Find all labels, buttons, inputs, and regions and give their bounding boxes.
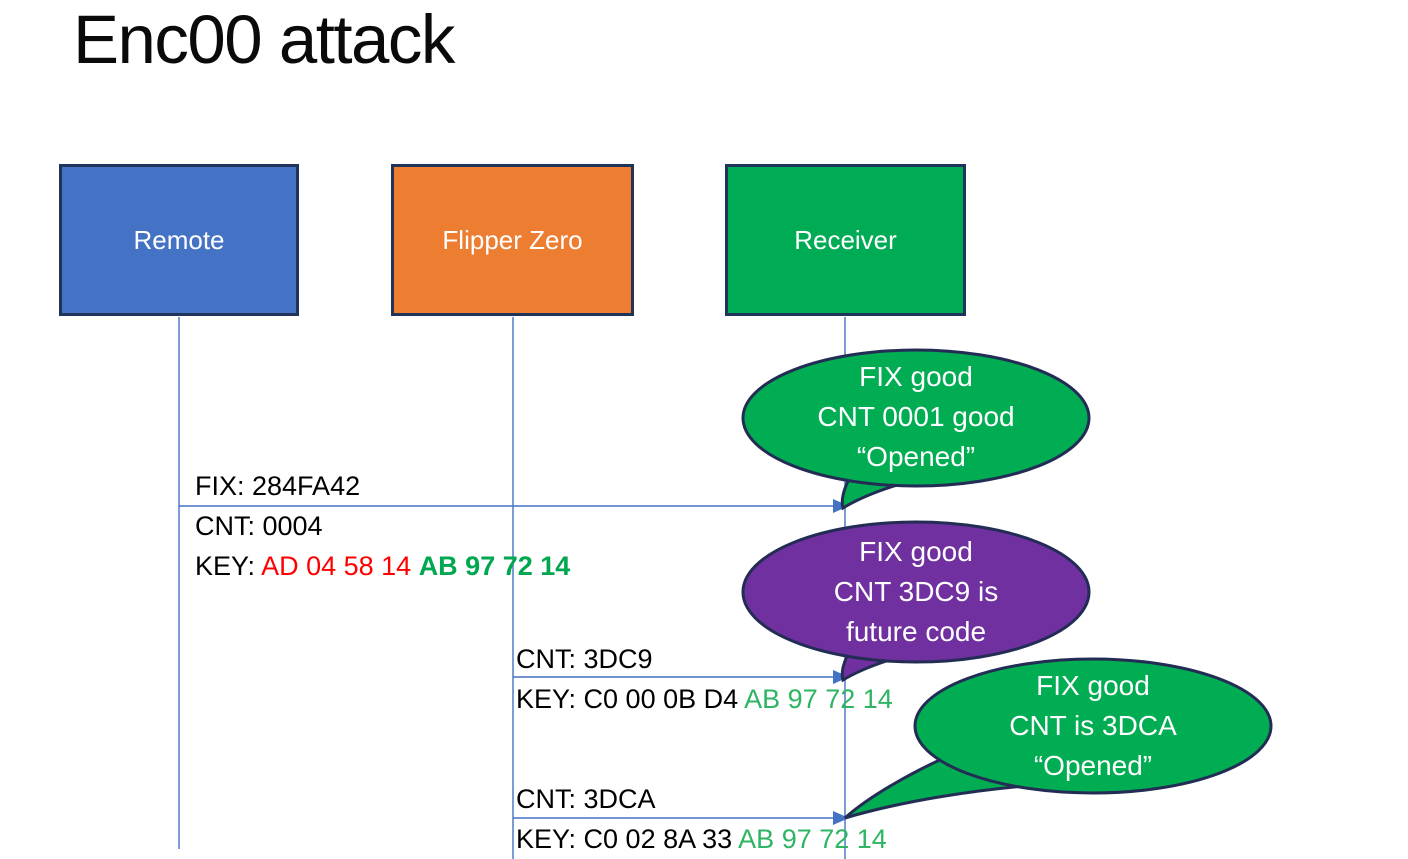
message-3-cnt: CNT: 3DCA bbox=[516, 784, 656, 814]
message-1-key-red: AD 04 58 14 bbox=[261, 551, 419, 581]
message-1-cnt: CNT: 0004 bbox=[195, 511, 323, 541]
bubble-1-line-3: “Opened” bbox=[856, 441, 976, 472]
speech-bubble-opened-1 bbox=[741, 348, 1091, 511]
bubble-3-line-3: “Opened” bbox=[1033, 750, 1153, 781]
slide-title: Enc00 attack bbox=[73, 1, 455, 78]
message-3-key: KEY: C0 02 8A 33 AB 97 72 14 bbox=[516, 824, 887, 854]
arrow-head-3 bbox=[833, 811, 849, 825]
message-2-key-green: AB 97 72 14 bbox=[744, 684, 893, 714]
speech-bubble-future-code bbox=[741, 520, 1091, 683]
message-1-key: KEY: AD 04 58 14 AB 97 72 14 bbox=[195, 551, 570, 581]
message-1-key-green: AB 97 72 14 bbox=[418, 551, 571, 581]
speech-bubble-3-text: FIX good CNT is 3DCA “Opened” bbox=[913, 666, 1273, 786]
message-2-key: KEY: C0 00 0B D4 AB 97 72 14 bbox=[516, 684, 893, 714]
actor-box-receiver: Receiver bbox=[725, 164, 966, 316]
message-arrow-1 bbox=[179, 499, 849, 513]
message-3-key-prefix: KEY: C0 02 8A 33 bbox=[516, 824, 739, 854]
message-1-key-prefix: KEY: bbox=[195, 551, 262, 581]
actor-label-receiver: Receiver bbox=[794, 224, 897, 255]
bubble-2-line-2: CNT 3DC9 is bbox=[833, 576, 999, 607]
bubble-2-line-3: future code bbox=[845, 616, 987, 647]
bubble-3-line-2: CNT is 3DCA bbox=[1009, 710, 1177, 741]
message-1-fix: FIX: 284FA42 bbox=[195, 471, 361, 501]
actor-label-flipper-zero: Flipper Zero bbox=[442, 224, 583, 255]
speech-bubble-3-body bbox=[913, 657, 1273, 795]
message-2-key-prefix: KEY: C0 00 0B D4 bbox=[516, 684, 745, 714]
arrow-head-1 bbox=[833, 499, 849, 513]
bubble-1-line-1: FIX good bbox=[859, 361, 973, 392]
speech-bubble-2-text: FIX good CNT 3DC9 is future code bbox=[736, 532, 1096, 652]
bubble-2-line-1: FIX good bbox=[859, 536, 973, 567]
speech-bubble-1-body bbox=[741, 348, 1091, 488]
actor-label-remote: Remote bbox=[133, 224, 225, 255]
message-arrow-3 bbox=[513, 811, 849, 825]
speech-bubble-opened-2 bbox=[843, 657, 1273, 820]
actor-box-flipper-zero: Flipper Zero bbox=[391, 164, 634, 316]
bubble-3-line-1: FIX good bbox=[1036, 670, 1150, 701]
speech-bubble-2-body bbox=[741, 520, 1091, 664]
speech-bubble-1-text: FIX good CNT 0001 good “Opened” bbox=[736, 357, 1096, 477]
bubble-1-line-2: CNT 0001 good bbox=[817, 401, 1015, 432]
message-3-key-green: AB 97 72 14 bbox=[738, 824, 887, 854]
message-2-cnt: CNT: 3DC9 bbox=[516, 644, 653, 674]
actor-box-remote: Remote bbox=[59, 164, 299, 316]
